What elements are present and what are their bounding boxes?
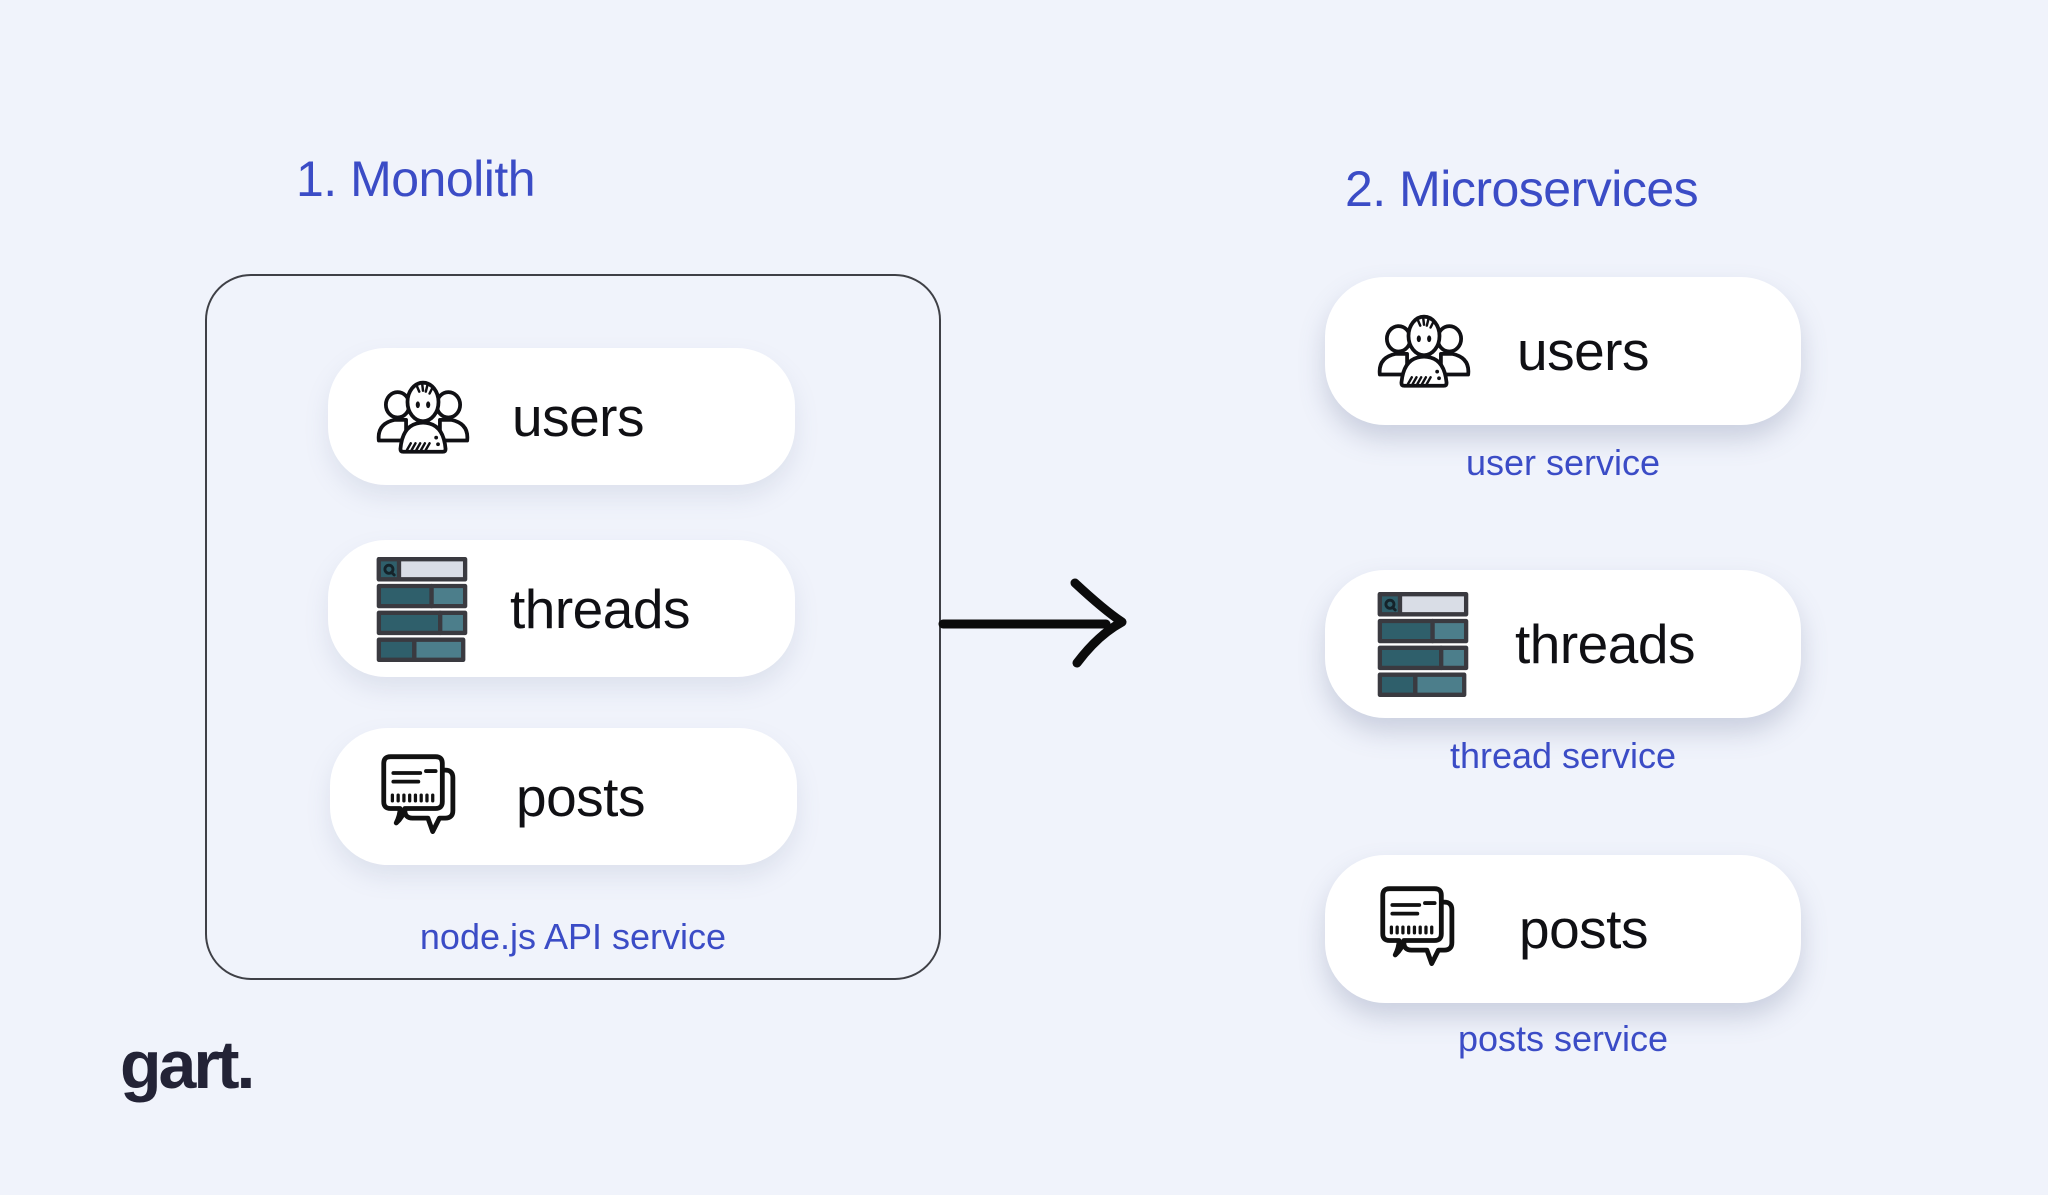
threads-icon: [376, 556, 468, 662]
service-caption-posts: posts service: [1457, 1018, 1669, 1059]
module-label: posts: [516, 765, 645, 828]
service-card-users: users: [1325, 277, 1801, 425]
threads-icon: [1377, 591, 1469, 697]
users-icon: [1377, 304, 1471, 398]
arrow-right-icon: [938, 572, 1148, 672]
module-label: users: [512, 385, 645, 448]
monolith-module-posts: posts: [330, 728, 797, 865]
posts-icon: [378, 749, 474, 845]
users-icon: [376, 370, 470, 464]
service-card-posts: posts: [1325, 855, 1801, 1003]
service-label: threads: [1515, 613, 1695, 675]
microservices-title: 2. Microservices: [1345, 161, 1699, 217]
service-label: posts: [1519, 898, 1648, 960]
monolith-title: 1. Monolith: [296, 151, 536, 207]
service-caption-users: user service: [1465, 442, 1661, 483]
service-card-threads: threads: [1325, 570, 1801, 718]
service-caption-threads: thread service: [1449, 735, 1677, 776]
module-label: threads: [510, 577, 690, 640]
posts-icon: [1377, 881, 1473, 977]
monolith-module-threads: threads: [328, 540, 795, 677]
monolith-caption: node.js API service: [419, 916, 727, 957]
gart-logo: gart.: [120, 1027, 255, 1103]
transition-arrow: [938, 572, 1148, 672]
monolith-module-users: users: [328, 348, 795, 485]
service-label: users: [1517, 320, 1650, 382]
